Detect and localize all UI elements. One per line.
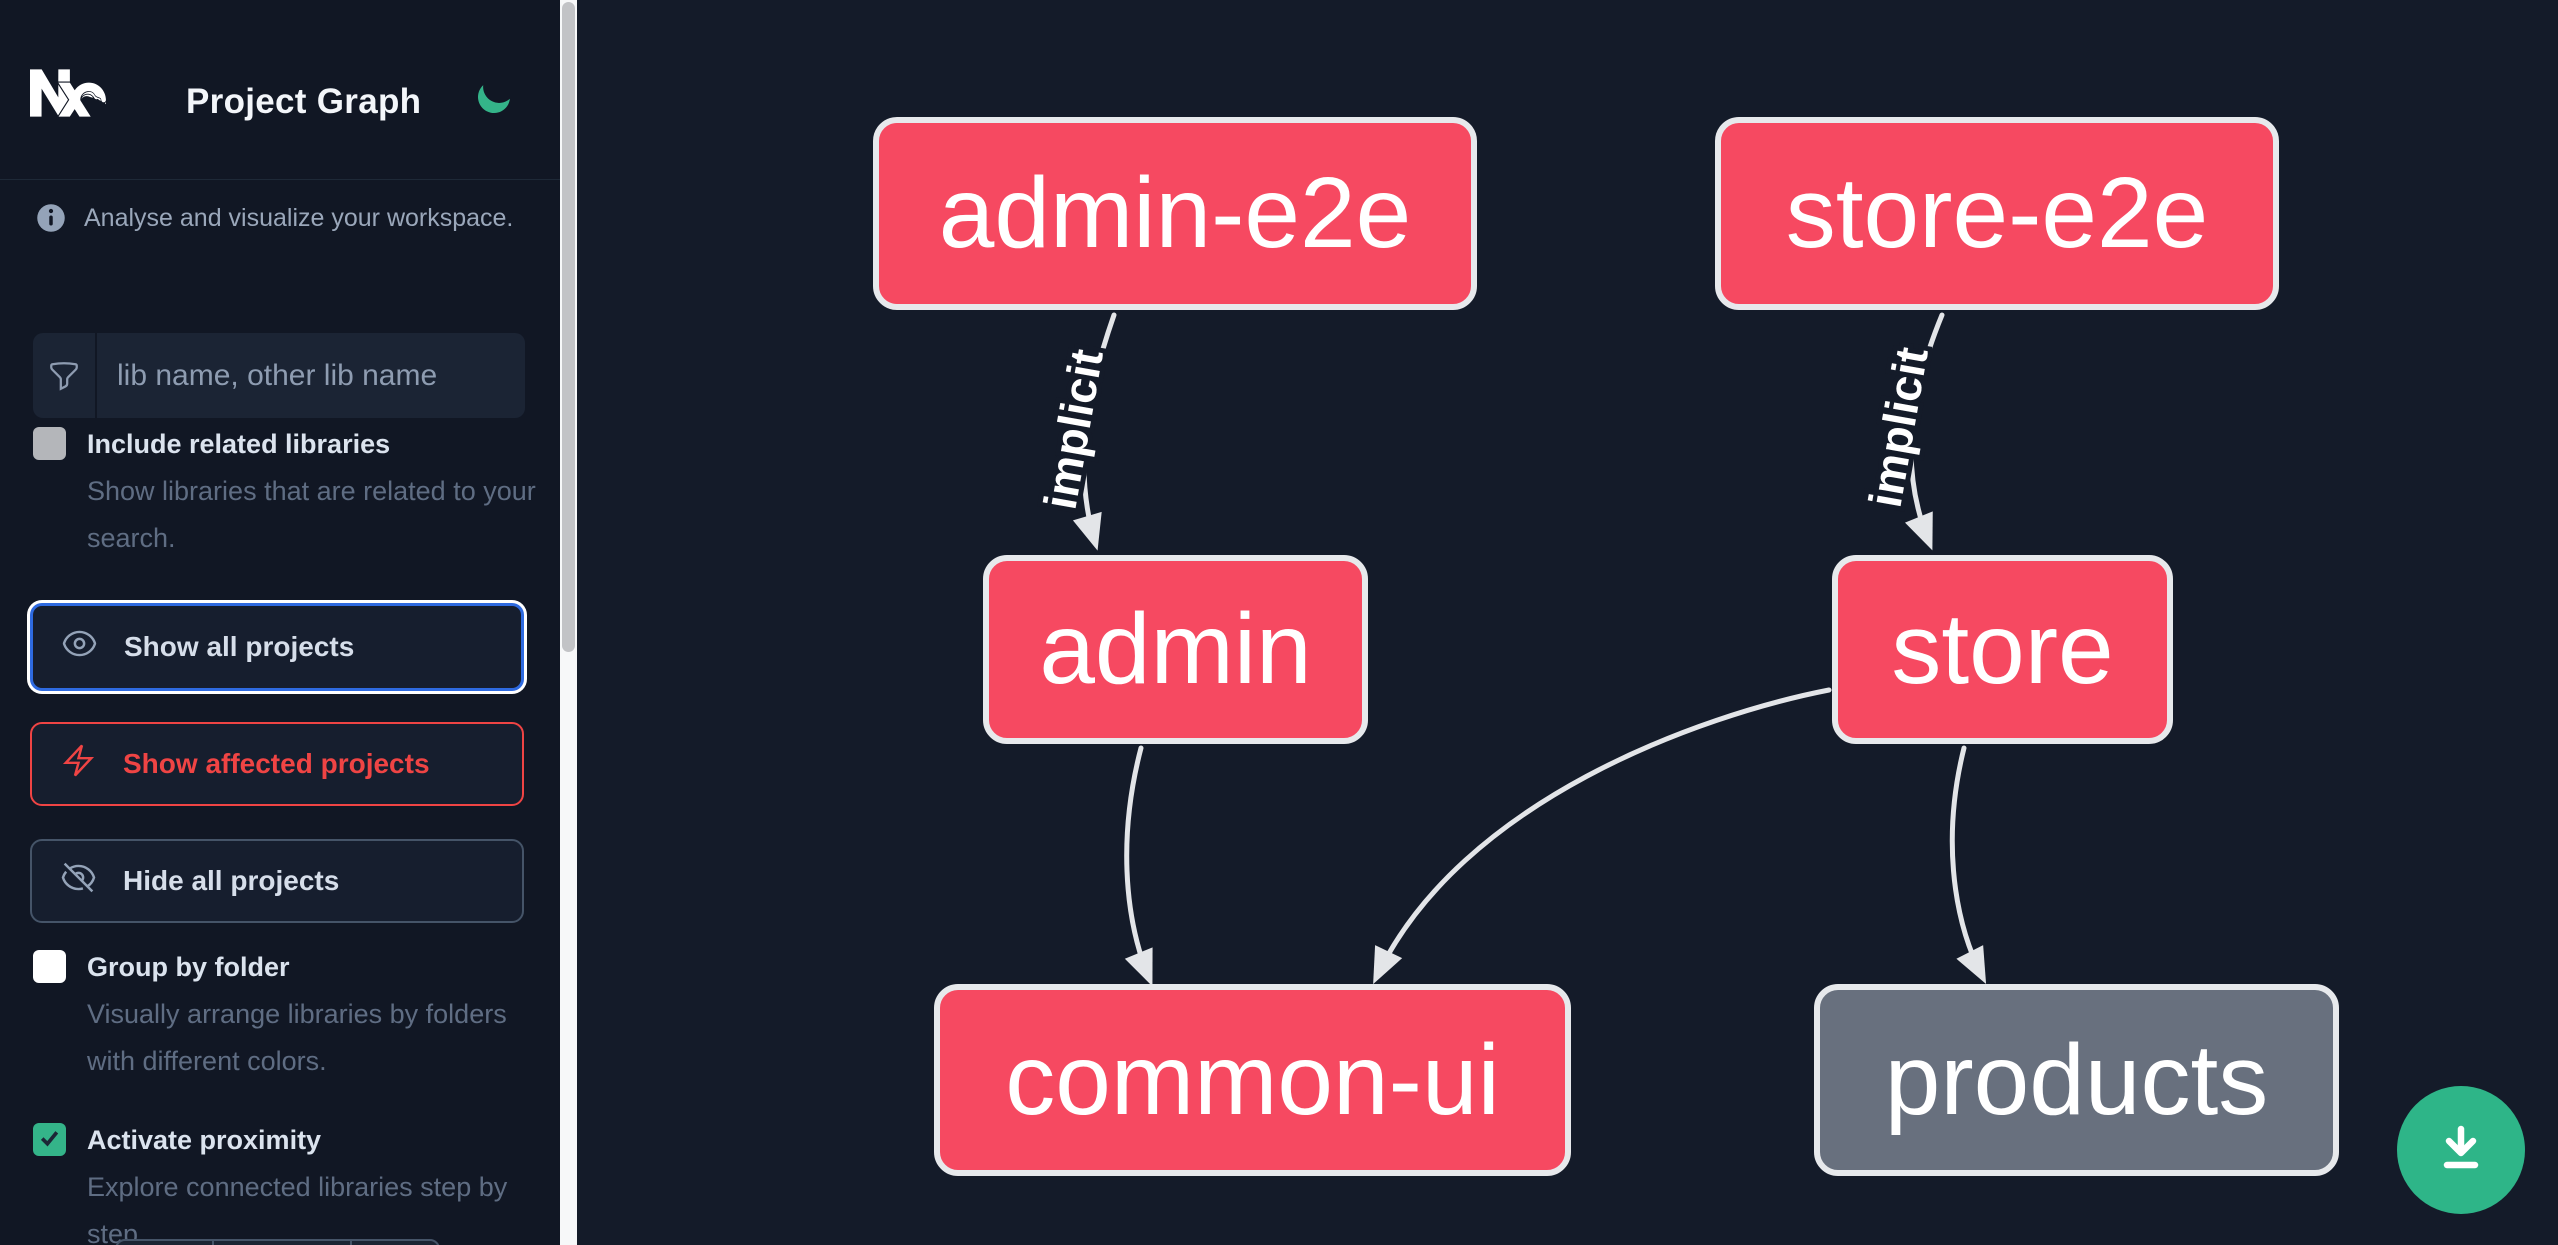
checkbox-group-by-folder[interactable]	[33, 950, 66, 983]
graph-node-products[interactable]: products	[1814, 984, 2339, 1176]
moon-icon	[474, 84, 514, 120]
eye-off-icon	[60, 859, 97, 903]
option-activate-proximity: Activate proximity Explore connected lib…	[33, 1121, 538, 1245]
edge-store-to-products	[1949, 745, 1987, 985]
stepper-decrement[interactable]	[117, 1241, 212, 1245]
eye-icon	[61, 625, 98, 669]
node-label: store	[1891, 593, 2114, 705]
option-include-related-libraries: Include related libraries Show libraries…	[33, 425, 538, 562]
show-all-projects-button[interactable]: Show all projects	[30, 603, 524, 691]
download-graph-button[interactable]	[2397, 1086, 2525, 1214]
download-icon	[2433, 1121, 2489, 1180]
sidebar-scrollbar-thumb[interactable]	[562, 2, 575, 652]
show-affected-projects-button[interactable]: Show affected projects	[30, 722, 524, 806]
node-label: products	[1884, 1023, 2269, 1136]
button-label: Show all projects	[124, 631, 355, 662]
option-description: Explore connected libraries step by step…	[87, 1172, 508, 1245]
checkbox-activate-proximity[interactable]	[33, 1123, 66, 1156]
option-label: Group by folder	[87, 952, 290, 982]
search-box	[33, 333, 525, 418]
graph-node-admin[interactable]: admin	[983, 555, 1368, 744]
nx-logo-icon	[30, 55, 113, 131]
checkbox-include-related[interactable]	[33, 427, 66, 460]
sidebar-header: Project Graph	[0, 0, 560, 180]
tagline-row: Analyse and visualize your workspace.	[36, 203, 513, 233]
sidebar-scrollbar-track[interactable]	[560, 0, 577, 1245]
option-group-by-folder: Group by folder Visually arrange librari…	[33, 948, 538, 1085]
funnel-icon	[33, 333, 97, 418]
edge-label-implicit: implicit	[1859, 343, 1938, 511]
sidebar: Project Graph Analyse and visualize your…	[0, 0, 560, 1245]
theme-toggle-button[interactable]	[468, 72, 520, 124]
hide-all-projects-button[interactable]: Hide all projects	[30, 839, 524, 923]
edge-store-to-common-ui	[1373, 687, 1832, 985]
search-input[interactable]	[97, 333, 525, 418]
node-label: admin-e2e	[938, 157, 1412, 269]
option-description: Visually arrange libraries by folders wi…	[87, 999, 507, 1076]
button-label: Hide all projects	[123, 865, 340, 896]
option-label: Include related libraries	[87, 429, 391, 459]
graph-node-admin-e2e[interactable]: admin-e2e	[873, 117, 1477, 310]
page-title: Project Graph	[186, 82, 422, 121]
graph-edges: implicit implicit	[1029, 312, 1987, 987]
button-label: Show affected projects	[123, 748, 430, 779]
stepper-value	[212, 1241, 350, 1245]
tagline-text: Analyse and visualize your workspace.	[84, 203, 514, 232]
stepper-increment[interactable]	[350, 1241, 438, 1245]
edge-admin-to-common-ui	[1124, 745, 1153, 987]
node-label: common-ui	[1005, 1023, 1500, 1136]
project-graph-canvas[interactable]: implicit implicit admin-e2e store-e2e ad…	[577, 0, 2558, 1245]
graph-node-store[interactable]: store	[1832, 555, 2173, 744]
checkmark-icon	[37, 1125, 62, 1155]
graph-node-store-e2e[interactable]: store-e2e	[1715, 117, 2279, 310]
graph-node-common-ui[interactable]: common-ui	[934, 984, 1571, 1176]
info-icon	[36, 203, 66, 233]
proximity-stepper[interactable]	[115, 1239, 440, 1245]
edge-admin-e2e-to-admin	[1072, 312, 1117, 551]
option-description: Show libraries that are related to your …	[87, 476, 536, 553]
bolt-icon	[60, 742, 97, 786]
node-label: store-e2e	[1785, 157, 2209, 269]
edge-label-implicit: implicit	[1034, 345, 1113, 513]
edge-store-e2e-to-store	[1904, 312, 1945, 551]
node-label: admin	[1039, 593, 1312, 705]
option-label: Activate proximity	[87, 1125, 322, 1155]
